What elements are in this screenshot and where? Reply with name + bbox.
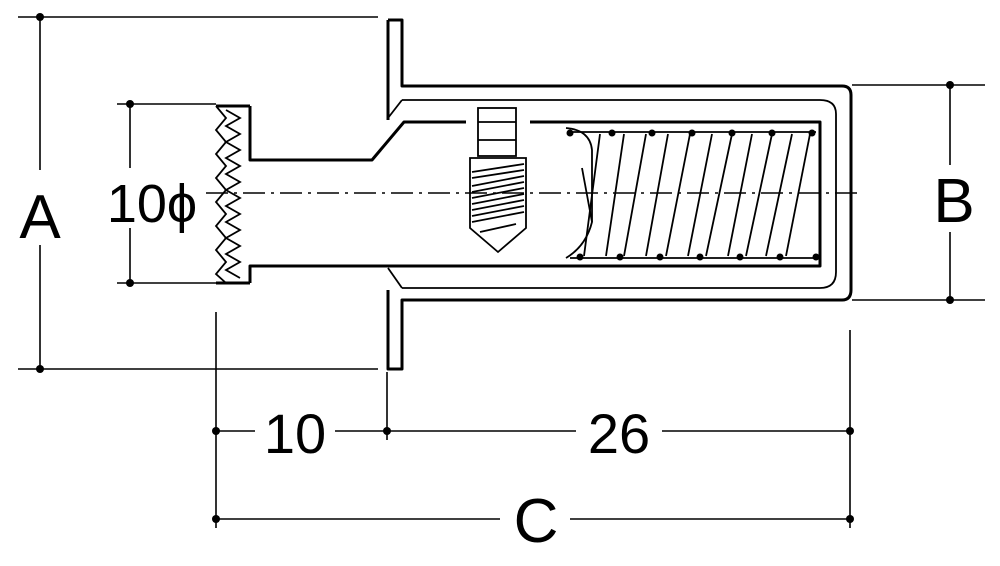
dimension-label-10: 10 bbox=[264, 402, 326, 465]
dimension-label-diameter: 10ϕ bbox=[107, 174, 197, 234]
dimension-label-26: 26 bbox=[588, 402, 650, 465]
part-outline bbox=[214, 18, 853, 371]
dimension-label-a: A bbox=[19, 183, 61, 252]
spring bbox=[566, 129, 820, 261]
dimension-label-b: B bbox=[933, 167, 974, 236]
dimension-lines bbox=[18, 13, 985, 528]
dimension-label-c: C bbox=[514, 487, 559, 556]
